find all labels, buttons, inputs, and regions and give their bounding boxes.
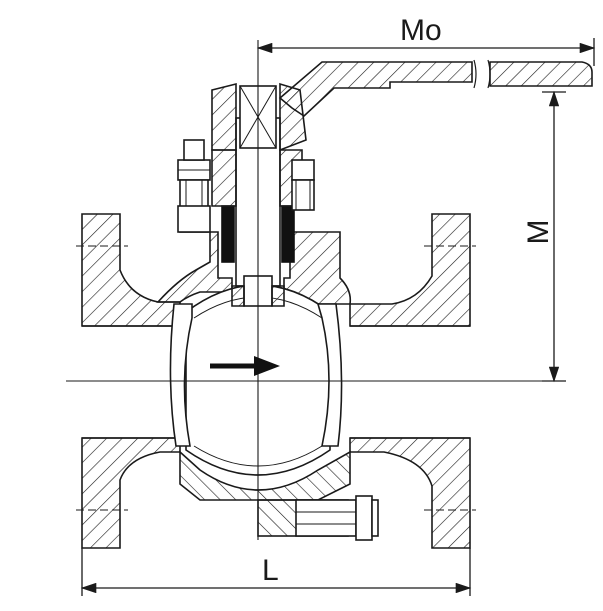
left-seat (169, 303, 193, 447)
gland-bolt (177, 139, 211, 233)
right-lower-flange (349, 437, 471, 549)
left-upper-flange (81, 213, 181, 327)
body-neck (156, 231, 233, 303)
body-bottom (179, 450, 351, 501)
stem-seat (231, 285, 285, 307)
dimension-mo-label: Mo (400, 14, 442, 47)
left-packing-seal (221, 205, 235, 263)
dimension-m-label: M (522, 220, 555, 245)
gland-bolt-right (291, 159, 315, 211)
dimension-l (80, 548, 472, 596)
flow-arrow-icon (210, 356, 280, 376)
lever-break (473, 59, 491, 89)
left-lower-flange (81, 437, 181, 549)
gland-left (211, 149, 237, 207)
right-packing-seal (281, 205, 295, 263)
right-upper-flange (349, 213, 471, 327)
lever-handle-end (489, 61, 593, 87)
dimension-l-label: L (262, 554, 279, 587)
drain-plug (257, 495, 379, 541)
flange-bolt-holes (76, 245, 476, 511)
dimension-m (542, 90, 566, 383)
lever-handle (278, 61, 473, 118)
dimension-mo (256, 38, 596, 66)
right-seat (316, 303, 343, 447)
handle-hub (211, 82, 237, 151)
center-lines (66, 40, 562, 540)
